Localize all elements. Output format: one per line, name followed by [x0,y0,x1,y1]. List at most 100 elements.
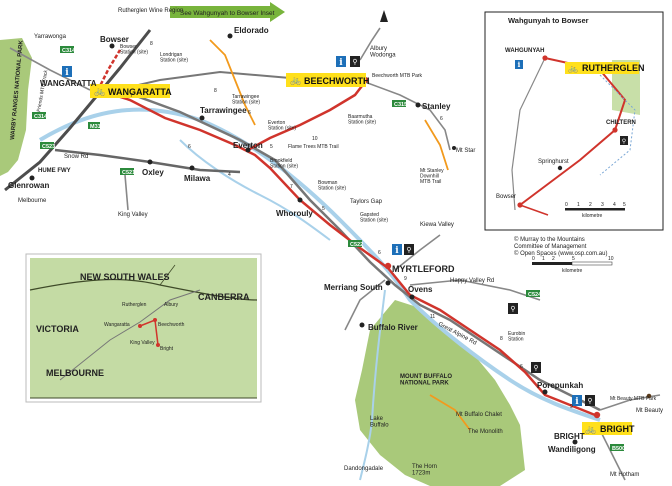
svg-text:C523: C523 [42,144,55,150]
mt-hotham-label: Mt Hotham [610,472,639,478]
road-happy-valley [409,279,541,301]
inset-badge-rutherglen[interactable]: 🚲 RUTHERGLEN [565,62,645,74]
distance-markers: 8 7 6 5 10 11 6 8 9 6 4 7 5 6 6 8 9 [130,41,573,410]
mt-star-label: Mt Star [456,148,475,154]
info-icon[interactable]: i [336,56,346,68]
svg-text:⚲: ⚲ [352,58,357,66]
inset-chiltern-label: CHILTERN [606,120,636,126]
happy-valley-label: Happy Valley Rd [450,278,494,284]
marker-mt-beauty[interactable] [646,393,652,399]
svg-text:1: 1 [577,202,580,208]
svg-text:2: 2 [552,256,555,262]
svg-text:2: 2 [589,202,592,208]
svg-text:⚲: ⚲ [533,364,538,372]
porepunkah-label: Porepunkah [537,381,583,390]
badge-beechworth[interactable]: 🚲 BEECHWORTH [286,73,370,87]
road-shield: B500 [610,444,625,452]
marker-mt-star[interactable] [452,146,456,150]
badge-wangaratta[interactable]: 🚲 WANGARATTA [90,84,172,98]
toilet-icon[interactable]: ⚲ [585,395,595,406]
orange-trail-stanley [424,119,449,171]
locator-albury: Albury [164,302,179,308]
road-shield: C315 [392,100,407,108]
inset-marker-springhurst[interactable] [557,165,563,171]
svg-text:C522: C522 [350,242,363,248]
north-arrow-icon [380,10,388,22]
inset-arrow[interactable]: See Wahgunyah to Bowser Inset [170,2,285,22]
svg-text:6: 6 [440,116,443,122]
marker-bowser-main[interactable] [109,43,115,49]
info-icon[interactable]: i [572,395,582,407]
svg-text:9: 9 [570,404,573,410]
road-mt-hotham [599,429,626,481]
marker-milawa[interactable] [189,165,195,171]
svg-text:6: 6 [248,110,251,116]
rail-trail-beechworth [247,81,366,152]
toilet-icon[interactable]: ⚲ [508,303,518,314]
marker-buffalo-river[interactable] [359,322,365,328]
inset-springhurst-label: Springhurst [538,159,569,165]
inset-marker-wahgunyah[interactable] [542,55,548,61]
marker-whorouly[interactable] [297,197,303,203]
badge-beechworth-label: BEECHWORTH [304,76,370,86]
buffalo-river [359,289,386,481]
hume-fwy-label: HUME FWY [38,168,71,174]
inset-info-icon[interactable]: i [515,60,523,69]
marker-glenrowan[interactable] [29,175,35,181]
inset-bowser-label: Bowser [496,194,516,200]
svg-text:🚲: 🚲 [568,64,578,73]
road-shield: C314 [60,46,76,54]
rail-trail-main [97,88,596,417]
badge-myrtleford[interactable]: MYRTLEFORD [392,264,455,274]
info-icon[interactable]: i [392,244,402,256]
marker-everton[interactable] [245,147,251,153]
svg-text:11: 11 [430,314,435,320]
mt-buffalo-chalet-label: Mt Buffalo Chalet [456,412,502,418]
svg-text:1: 1 [542,256,545,262]
bright-town-label: BRIGHT [554,432,585,441]
locator-wangaratta: Wangaratta [104,322,130,328]
svg-text:0: 0 [565,202,568,208]
svg-text:C314: C314 [62,48,76,54]
marker-stanley[interactable] [415,102,421,108]
marker-eldorado[interactable] [227,33,233,39]
toilet-icon[interactable]: ⚲ [350,56,360,67]
mt-beauty-mtb-label: Mt Beauty MTB Park [610,396,657,402]
marker-myrtleford[interactable] [384,262,392,270]
locator-inset: NEW SOUTH WALES VICTORIA CANBERRA MELBOU… [25,253,262,403]
badge-bright[interactable]: 🚲 BRIGHT [582,422,635,435]
inset-marker-chiltern[interactable] [612,127,618,133]
marker-wandiligong[interactable] [572,439,578,445]
svg-text:i: i [575,397,579,407]
king-valley-label: King Valley [118,212,148,218]
road-kiewa [394,234,441,271]
info-icon[interactable]: i [62,66,72,78]
svg-text:8: 8 [500,336,503,342]
inset-marker-bowser[interactable] [517,202,523,208]
marker-porepunkah[interactable] [542,389,548,395]
svg-text:🚲: 🚲 [585,424,596,434]
oxley-label: Oxley [142,168,164,177]
svg-text:B500: B500 [612,446,625,452]
marker-oxley[interactable] [147,159,153,165]
svg-text:⚲: ⚲ [587,397,592,405]
marker-bright[interactable] [593,411,601,419]
inset-toilet-icon[interactable]: ⚲ [620,136,628,145]
svg-text:Committee of Management: Committee of Management [514,244,587,250]
marker-merriang[interactable] [385,280,391,286]
svg-text:C524: C524 [528,292,542,298]
marker-ovens[interactable] [409,294,415,300]
milawa-label: Milawa [184,174,211,183]
marker-tarrawingee[interactable] [199,115,205,121]
toilet-icon[interactable]: ⚲ [531,362,541,373]
toilet-icon[interactable]: ⚲ [404,244,414,255]
main-scale: 0 1 2 5 10 kilometre [532,256,614,274]
